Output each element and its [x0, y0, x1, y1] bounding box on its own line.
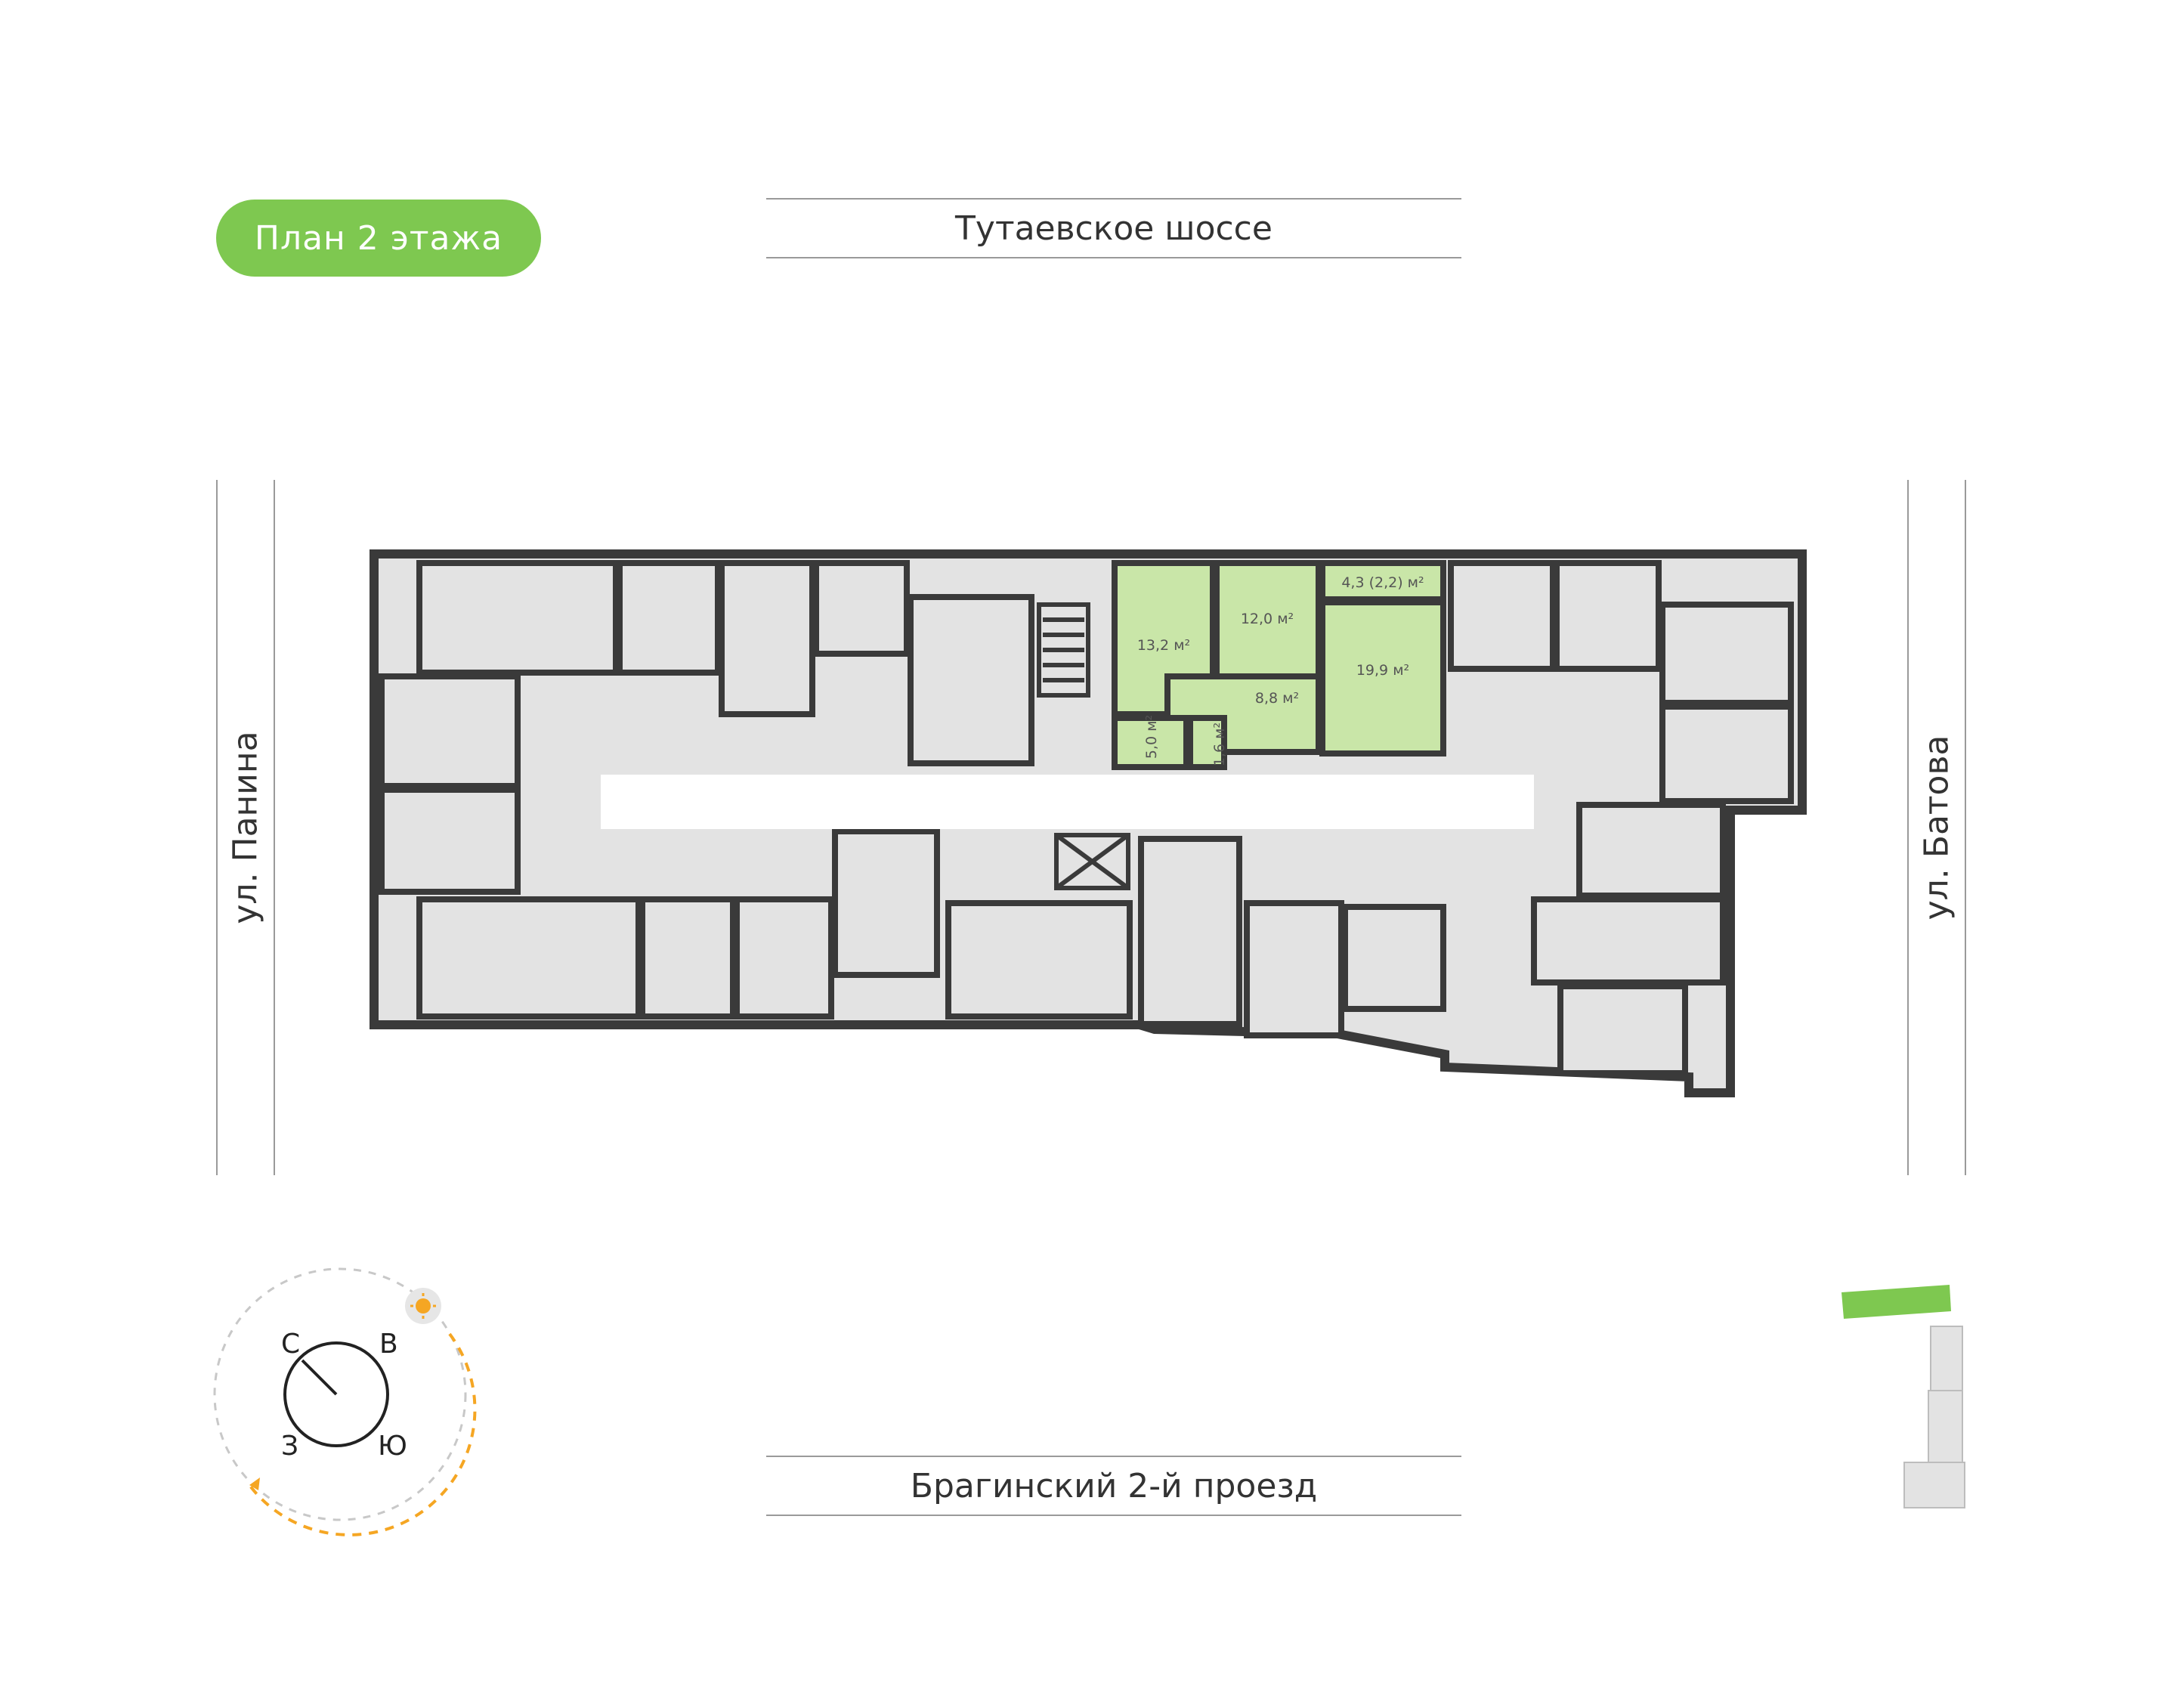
street-bottom: Брагинский 2-й проезд	[766, 1456, 1461, 1516]
keymap-building-highlight	[1841, 1285, 1951, 1319]
sun-path-arrow	[249, 1477, 260, 1490]
room	[617, 560, 721, 676]
room	[1244, 900, 1344, 1038]
room	[1554, 560, 1662, 672]
core	[1037, 602, 1130, 890]
room	[1531, 896, 1726, 986]
room	[813, 560, 910, 657]
street-top: Тутаевское шоссе	[766, 198, 1461, 258]
apt-bathroom	[1112, 715, 1189, 770]
compass-dial	[283, 1341, 389, 1447]
keymap-building	[1903, 1462, 1965, 1508]
site-keymap	[1841, 1285, 1965, 1508]
floor-label-badge: План 2 этажа	[216, 200, 541, 277]
corridor	[601, 775, 1534, 829]
apt-bathroom-area: 5,0 м²	[1143, 715, 1160, 759]
room	[416, 896, 642, 1020]
compass-south: Ю	[378, 1431, 407, 1462]
apt-balcony	[1319, 560, 1446, 602]
apt-living-area: 19,9 м²	[1356, 662, 1409, 679]
apt-room-b-area: 12,0 м²	[1241, 611, 1294, 627]
street-left: ул. Панина	[216, 480, 275, 1175]
apt-hall-area: 8,8 м²	[1255, 690, 1299, 707]
room	[639, 896, 736, 1020]
room	[379, 673, 521, 789]
room	[1659, 602, 1794, 706]
compass-east: В	[379, 1329, 398, 1360]
room	[1448, 560, 1556, 672]
room	[1659, 704, 1794, 804]
room	[1576, 802, 1726, 899]
room	[1557, 983, 1688, 1076]
compass-needle	[301, 1359, 338, 1396]
apt-living	[1319, 599, 1446, 757]
apt-room-a-area: 13,2 м²	[1137, 637, 1190, 654]
compass-west: З	[281, 1431, 298, 1462]
street-right: ул. Батова	[1907, 480, 1966, 1175]
room	[1138, 836, 1242, 1027]
sun-path	[248, 1332, 477, 1536]
apt-toilet-area: 1,6 м²	[1211, 722, 1228, 766]
highlighted-apartment	[1112, 560, 1446, 770]
room	[379, 787, 521, 895]
room	[832, 828, 940, 978]
apt-balcony-area: 4,3 (2,2) м²	[1341, 574, 1424, 591]
room	[719, 560, 815, 717]
compass: С В Ю З	[213, 1267, 477, 1536]
compass-north: С	[281, 1329, 300, 1360]
rooms-grey	[379, 560, 1794, 1076]
compass-orbit	[213, 1267, 467, 1521]
room	[416, 560, 619, 676]
room	[734, 896, 834, 1020]
apt-toilet	[1187, 715, 1227, 770]
elevator	[1054, 833, 1130, 890]
sun-rays	[410, 1293, 436, 1319]
keymap-building	[1930, 1326, 1963, 1391]
room	[908, 594, 1034, 766]
sun-icon	[416, 1298, 431, 1313]
stairwell	[1037, 602, 1090, 698]
room	[1342, 904, 1446, 1012]
room	[945, 900, 1133, 1020]
keymap-building	[1928, 1390, 1963, 1463]
apt-room-b	[1214, 560, 1322, 679]
